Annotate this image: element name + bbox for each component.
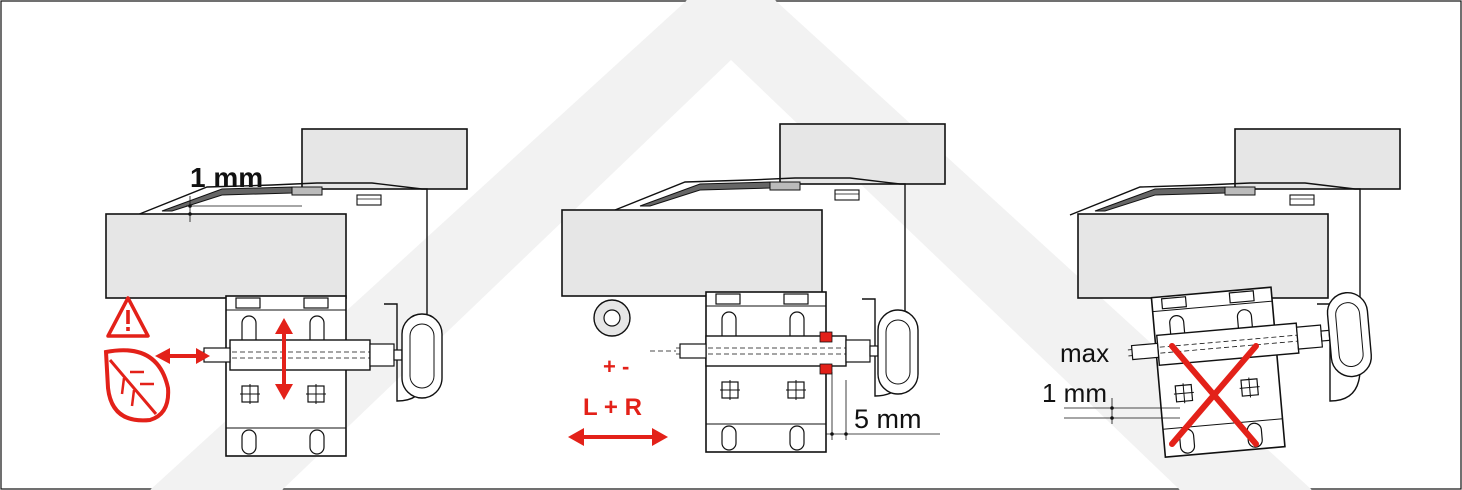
cross-icon [1169, 343, 1259, 447]
max-value-label: 1 mm [1042, 378, 1107, 408]
panel-1: 1 mm [103, 128, 468, 457]
max-label: max [1060, 338, 1109, 368]
door-leaf [561, 209, 823, 297]
spacer [819, 363, 833, 375]
warning-triangle-icon [106, 296, 150, 338]
door-leaf [1077, 213, 1329, 299]
adjust-sign-label: + - [603, 354, 629, 379]
side-label: L + R [583, 394, 642, 421]
double-arrow-icon [155, 348, 210, 364]
double-arrow-icon [275, 318, 293, 400]
gap-label: 1 mm [190, 162, 263, 193]
offset-label: 5 mm [854, 404, 922, 434]
panel-2: 5 mm + - L + R [561, 123, 946, 453]
door-leaf [105, 213, 347, 299]
spacer [819, 331, 833, 343]
panel-3: max 1 mm [1042, 128, 1401, 458]
leaf-icon [103, 348, 171, 423]
double-arrow-icon [568, 428, 668, 446]
